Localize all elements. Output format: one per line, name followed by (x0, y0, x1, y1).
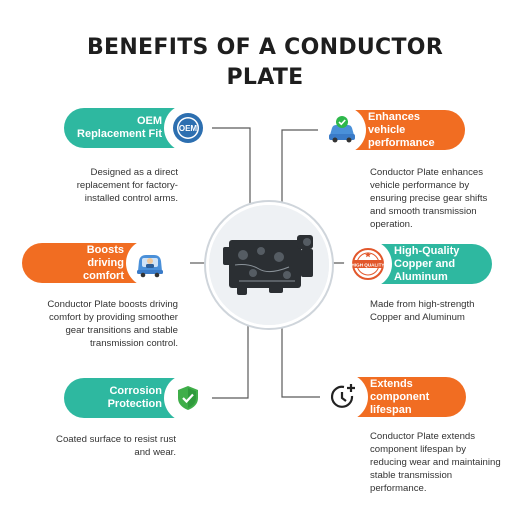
clock-plus-icon (322, 375, 366, 419)
high-quality-stamp-icon: HIGH QUALITY (346, 242, 390, 286)
benefit-lifespan-description: Conductor Plate extends component lifesp… (370, 431, 501, 494)
page-title: BENEFITS OF A CONDUCTOR PLATE (0, 33, 530, 93)
benefit-corrosion-description: Coated surface to resist rust and wear. (56, 434, 176, 458)
benefit-performance-description: Conductor Plate enhances vehicle perform… (370, 167, 488, 230)
benefit-lifespan-label: Extends component lifespan (370, 377, 430, 416)
benefit-materials-label: High-Quality Copper and Aluminum (394, 244, 460, 283)
benefit-oem-description: Designed as a direct replacement for fac… (76, 167, 178, 204)
shield-check-icon (166, 376, 210, 420)
benefit-corrosion-protection: Corrosion Protection (64, 376, 210, 420)
benefit-corrosion-label: Corrosion Protection (107, 385, 162, 410)
conductor-plate-image (206, 202, 332, 328)
benefit-materials: HIGH QUALITY High-Quality Copper and Alu… (346, 242, 492, 286)
benefit-oem-replacement: OEM Replacement Fit OEM (64, 106, 210, 150)
benefit-driving-comfort: Boosts driving comfort (22, 241, 172, 285)
title-line-2: PLATE (226, 65, 304, 90)
benefit-comfort-label: Boosts driving comfort (83, 243, 124, 282)
benefit-materials-description: Made from high-strength Copper and Alumi… (370, 299, 475, 323)
connector-corrosion (210, 318, 249, 399)
benefit-performance-label: Enhances vehicle performance (368, 110, 435, 149)
connector-oem (210, 127, 251, 206)
driver-in-car-icon (128, 241, 172, 285)
oem-badge-icon: OEM (166, 106, 210, 150)
svg-text:HIGH QUALITY: HIGH QUALITY (352, 263, 385, 268)
conductor-plate-photo (209, 205, 329, 325)
benefit-comfort-description: Conductor Plate boosts driving comfort b… (47, 299, 178, 349)
benefit-oem-label: OEM Replacement Fit (77, 115, 162, 140)
connector-performance (281, 129, 320, 206)
title-line-1: BENEFITS OF A CONDUCTOR (86, 35, 444, 60)
svg-text:OEM: OEM (179, 124, 198, 133)
connector-lifespan (281, 318, 320, 398)
car-checkmark-icon (320, 108, 364, 152)
benefit-component-lifespan: Extends component lifespan (322, 375, 466, 419)
benefit-vehicle-performance: Enhances vehicle performance (320, 108, 465, 152)
